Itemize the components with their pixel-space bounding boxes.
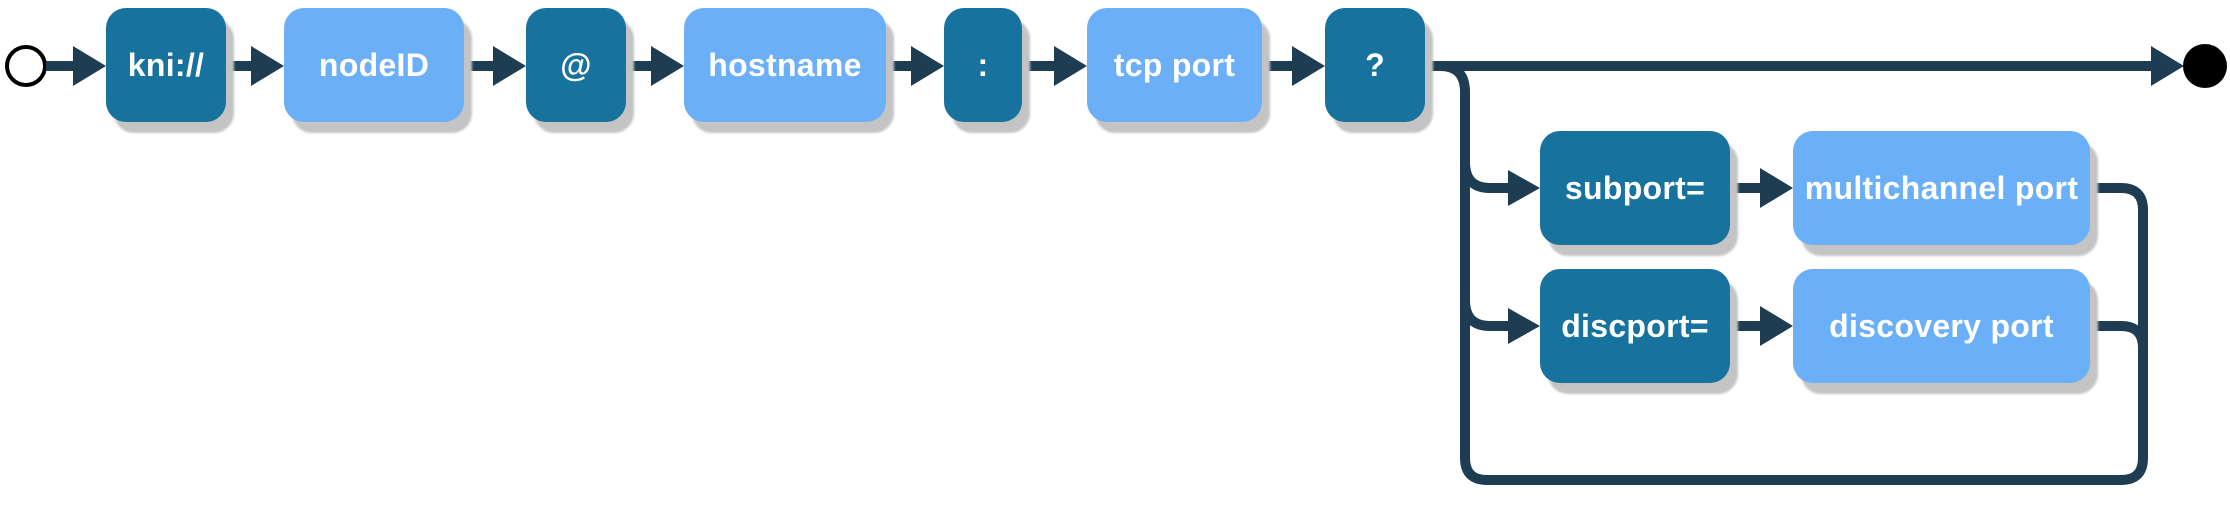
arrowhead-nodeid [251, 46, 284, 86]
arrowhead-multichannel [1760, 168, 1793, 208]
arrowhead-tcpport [1054, 46, 1087, 86]
arrowhead-at [493, 46, 526, 86]
arrowhead-subport [1508, 170, 1540, 206]
wire-stub-subport [1460, 161, 1510, 193]
node-subport: subport= [1540, 131, 1730, 245]
node-hostname: hostname [684, 8, 886, 122]
end-terminal [2183, 44, 2227, 88]
node-colon: : [944, 8, 1022, 122]
wire-stub-discport [1460, 299, 1510, 331]
arrowhead-colon [911, 46, 944, 86]
arrowhead-discport [1508, 308, 1540, 344]
node-kni: kni:// [106, 8, 226, 122]
arrowhead-discovery [1760, 306, 1793, 346]
node-at: @ [526, 8, 626, 122]
node-nodeid: nodeID [284, 8, 464, 122]
wire-discovery-output [2089, 321, 2148, 349]
arrowhead-hostname [651, 46, 684, 86]
node-discport: discport= [1540, 269, 1730, 383]
start-terminal [5, 45, 47, 87]
arrowhead-end [2151, 46, 2184, 86]
wire-option-loop [1439, 61, 2148, 485]
node-tcp-port: tcp port [1087, 8, 1262, 122]
arrowhead-kni [73, 46, 106, 86]
node-discovery-port: discovery port [1793, 269, 2090, 383]
node-question: ? [1325, 8, 1425, 122]
node-multichannel-port: multichannel port [1793, 131, 2090, 245]
arrowhead-question [1292, 46, 1325, 86]
